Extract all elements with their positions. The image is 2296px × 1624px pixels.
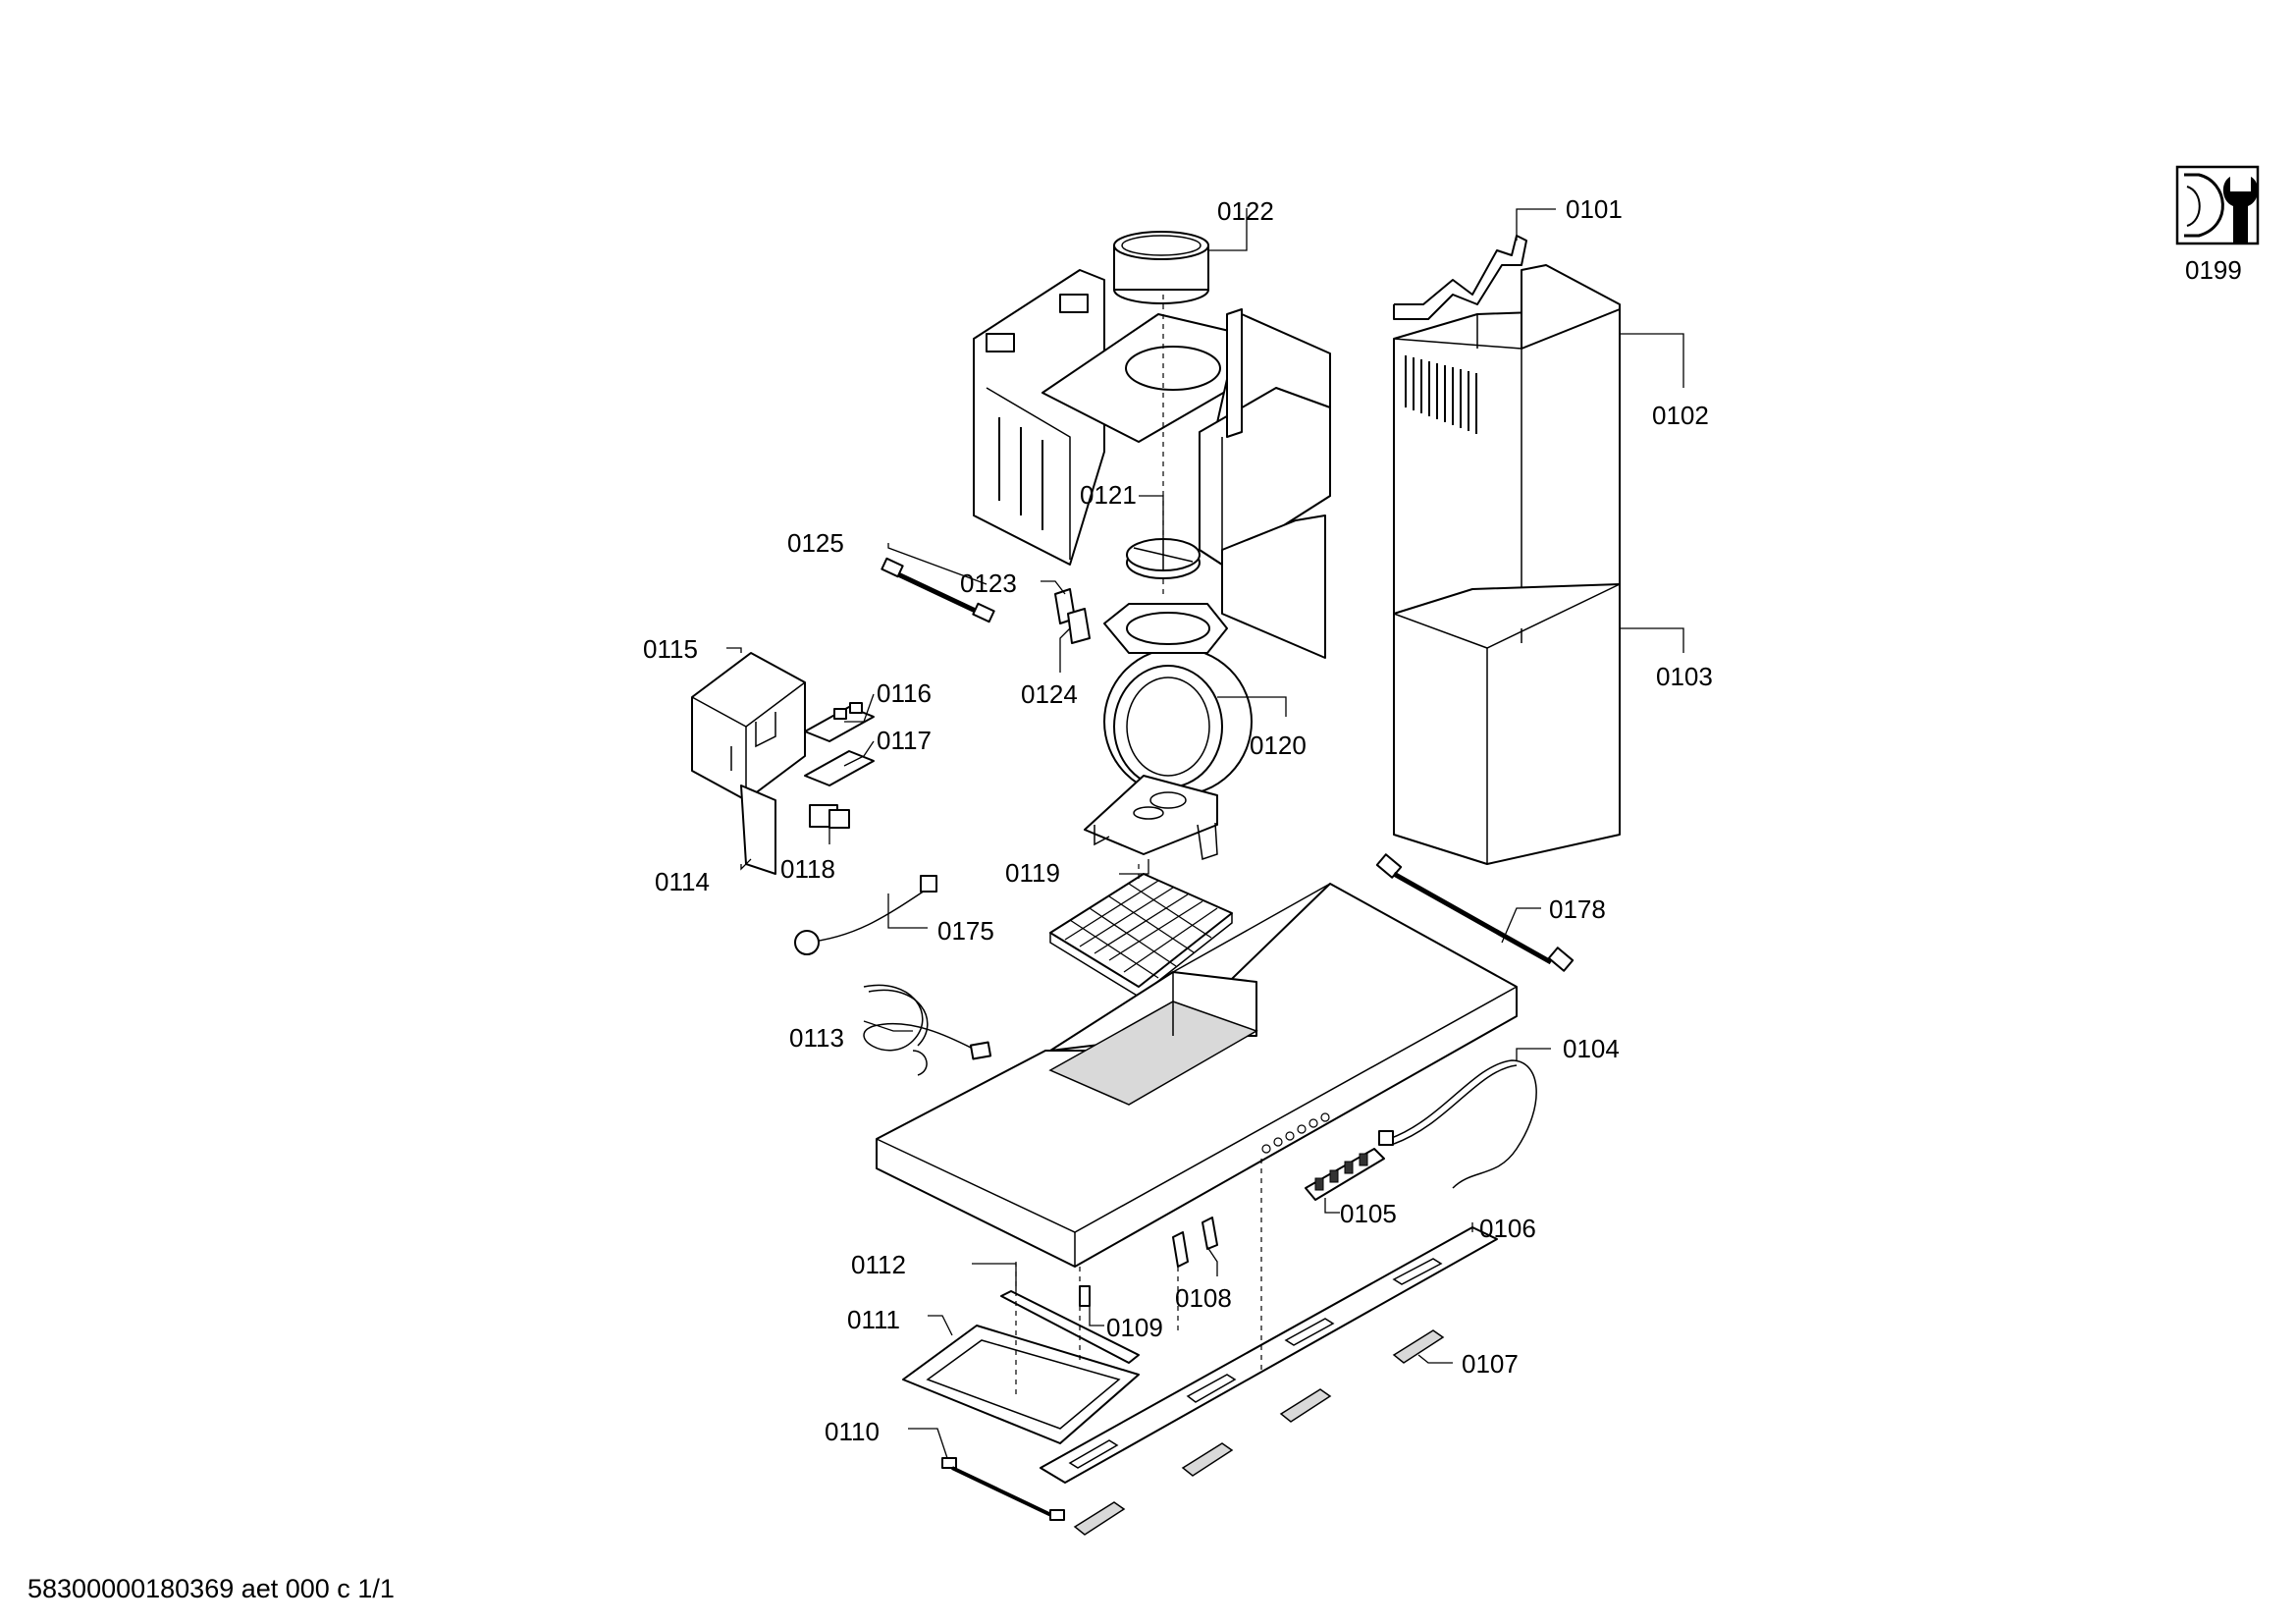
label-0109: 0109 [1106, 1313, 1163, 1342]
lamp-harness [941, 1457, 1065, 1521]
label-0118: 0118 [780, 854, 835, 884]
label-0111: 0111 [847, 1305, 900, 1334]
label-0121: 0121 [1080, 480, 1137, 510]
light-frame [902, 1325, 1140, 1444]
transformer [809, 804, 850, 829]
label-0108: 0108 [1175, 1283, 1232, 1313]
lighting-harness [1375, 853, 1575, 972]
drawing-number: 58300000180369 aet 000 c 1/1 [27, 1574, 395, 1603]
label-0123: 0123 [960, 568, 1017, 598]
control-keypad [1305, 1148, 1385, 1201]
label-0113: 0113 [789, 1023, 844, 1053]
label-0105: 0105 [1340, 1199, 1397, 1228]
chimney-bracket [1393, 235, 1527, 320]
label-0116: 0116 [877, 678, 932, 708]
connector-cable [881, 557, 995, 623]
label-0114: 0114 [655, 867, 710, 896]
label-0104: 0104 [1563, 1034, 1620, 1063]
switch-holder [1067, 608, 1091, 644]
led-cable [1378, 1059, 1537, 1189]
hood-canopy [876, 883, 1518, 1268]
check-valve [1126, 538, 1201, 579]
label-0122: 0122 [1217, 196, 1274, 226]
label-0120: 0120 [1250, 731, 1307, 760]
power-cord [863, 984, 992, 1076]
label-0107: 0107 [1462, 1349, 1519, 1379]
frame-bracket [1000, 1290, 1140, 1364]
small-clip [1079, 1285, 1091, 1307]
label-0117: 0117 [877, 726, 932, 755]
electronics-box [691, 652, 806, 801]
grease-filter [1049, 873, 1233, 998]
label-0119: 0119 [1005, 858, 1060, 888]
label-0103: 0103 [1656, 662, 1713, 691]
label-0125: 0125 [787, 528, 844, 558]
label-0124: 0124 [1021, 679, 1078, 709]
motor-housing-frame [973, 269, 1331, 659]
led-lamps [1073, 1329, 1445, 1536]
label-0101: 0101 [1566, 194, 1623, 224]
blower-motor [1103, 603, 1253, 796]
label-0110: 0110 [825, 1417, 880, 1446]
leader-lines [726, 208, 1684, 1459]
label-0175: 0175 [937, 916, 994, 946]
exhaust-collar [1113, 231, 1209, 304]
light-cover-strip [1040, 1226, 1498, 1484]
label-0112: 0112 [851, 1250, 906, 1279]
label-0115: 0115 [643, 634, 698, 664]
chimney-upper [1393, 264, 1621, 644]
label-0199: 0199 [2185, 255, 2242, 285]
electronics-cover [740, 785, 776, 875]
label-0106: 0106 [1479, 1214, 1536, 1243]
label-0102: 0102 [1652, 401, 1709, 430]
wiring-harness [794, 875, 937, 955]
label-0178: 0178 [1549, 894, 1606, 924]
chimney-lower [1393, 583, 1621, 865]
part-labels: 0122 0101 0102 0103 0121 0125 0123 0124 … [643, 194, 1713, 1446]
motor-mount-bracket [1084, 775, 1218, 860]
control-board [804, 702, 875, 742]
mounting-clips [1172, 1217, 1218, 1268]
wrench-service-icon [2175, 165, 2260, 245]
